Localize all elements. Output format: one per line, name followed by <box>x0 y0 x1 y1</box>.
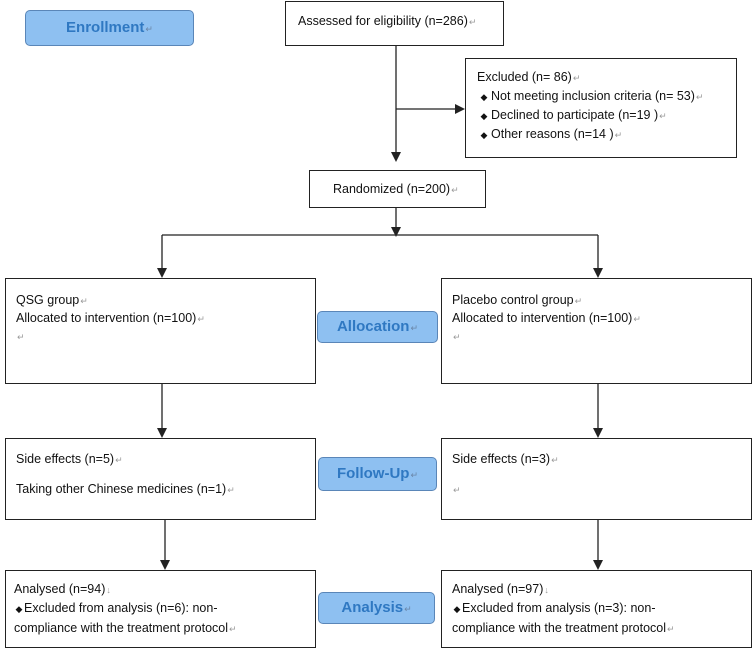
excluded-item: ◆Declined to participate (n=19 )↵ <box>477 106 736 125</box>
right-followup-box: Side effects (n=3)↵ ↵ <box>441 438 752 520</box>
right-allocated-text: Allocated to intervention (n=100) <box>452 311 633 326</box>
right-analysis-box: Analysed (n=97)↓ ◆Excluded from analysis… <box>441 570 752 648</box>
left-followup-box: Side effects (n=5)↵ Taking other Chinese… <box>5 438 316 520</box>
left-excluded-analysis: Excluded from analysis (n=6): non- <box>24 601 218 616</box>
diamond-bullet-icon: ◆ <box>480 130 488 140</box>
stage-allocation: Allocation↵ <box>317 311 438 343</box>
right-excluded-analysis: Excluded from analysis (n=3): non- <box>462 601 656 616</box>
stage-allocation-label: Allocation <box>336 318 410 335</box>
stage-enrollment-label: Enrollment <box>66 19 145 36</box>
right-excluded-reason: compliance with the treatment protocol <box>452 620 666 635</box>
left-group-name: QSG group <box>16 293 80 307</box>
left-analysed: Analysed (n=94) <box>14 582 106 596</box>
right-side-effects: Side effects (n=3) <box>452 452 551 466</box>
stage-follow-up-label: Follow-Up <box>336 465 410 482</box>
assessed-box: Assessed for eligibility (n=286)↵ <box>285 1 504 46</box>
left-side-effects: Side effects (n=5) <box>16 452 115 466</box>
stage-analysis: Analysis↵ <box>318 592 435 624</box>
left-analysis-box: Analysed (n=94)↓ ◆Excluded from analysis… <box>5 570 316 648</box>
right-group-name: Placebo control group <box>452 293 574 307</box>
diamond-bullet-icon: ◆ <box>480 111 488 121</box>
stage-enrollment: Enrollment↵ <box>25 10 194 46</box>
assessed-text: Assessed for eligibility (n=286) <box>298 14 468 28</box>
right-allocation-box: Placebo control group↵ Allocated to inte… <box>441 278 752 384</box>
excluded-box: Excluded (n= 86)↵ ◆Not meeting inclusion… <box>465 58 737 158</box>
left-allocated-text: Allocated to intervention (n=100) <box>16 311 197 326</box>
stage-analysis-label: Analysis <box>341 599 404 616</box>
right-analysed: Analysed (n=97) <box>452 582 544 596</box>
left-other-medicines: Taking other Chinese medicines (n=1) <box>16 482 227 497</box>
randomized-text: Randomized (n=200) <box>333 182 451 196</box>
left-allocation-box: QSG group↵ Allocated to intervention (n=… <box>5 278 316 384</box>
left-excluded-reason: compliance with the treatment protocol <box>14 620 228 635</box>
diamond-bullet-icon: ◆ <box>453 604 461 615</box>
diamond-bullet-icon: ◆ <box>15 604 23 615</box>
excluded-item: ◆Not meeting inclusion criteria (n= 53)↵ <box>477 87 736 106</box>
stage-follow-up: Follow-Up↵ <box>318 457 437 491</box>
diamond-bullet-icon: ◆ <box>480 92 488 102</box>
excluded-title: Excluded (n= 86) <box>477 70 572 84</box>
excluded-item: ◆Other reasons (n=14 )↵ <box>477 125 736 144</box>
randomized-box: Randomized (n=200)↵ <box>309 170 486 208</box>
